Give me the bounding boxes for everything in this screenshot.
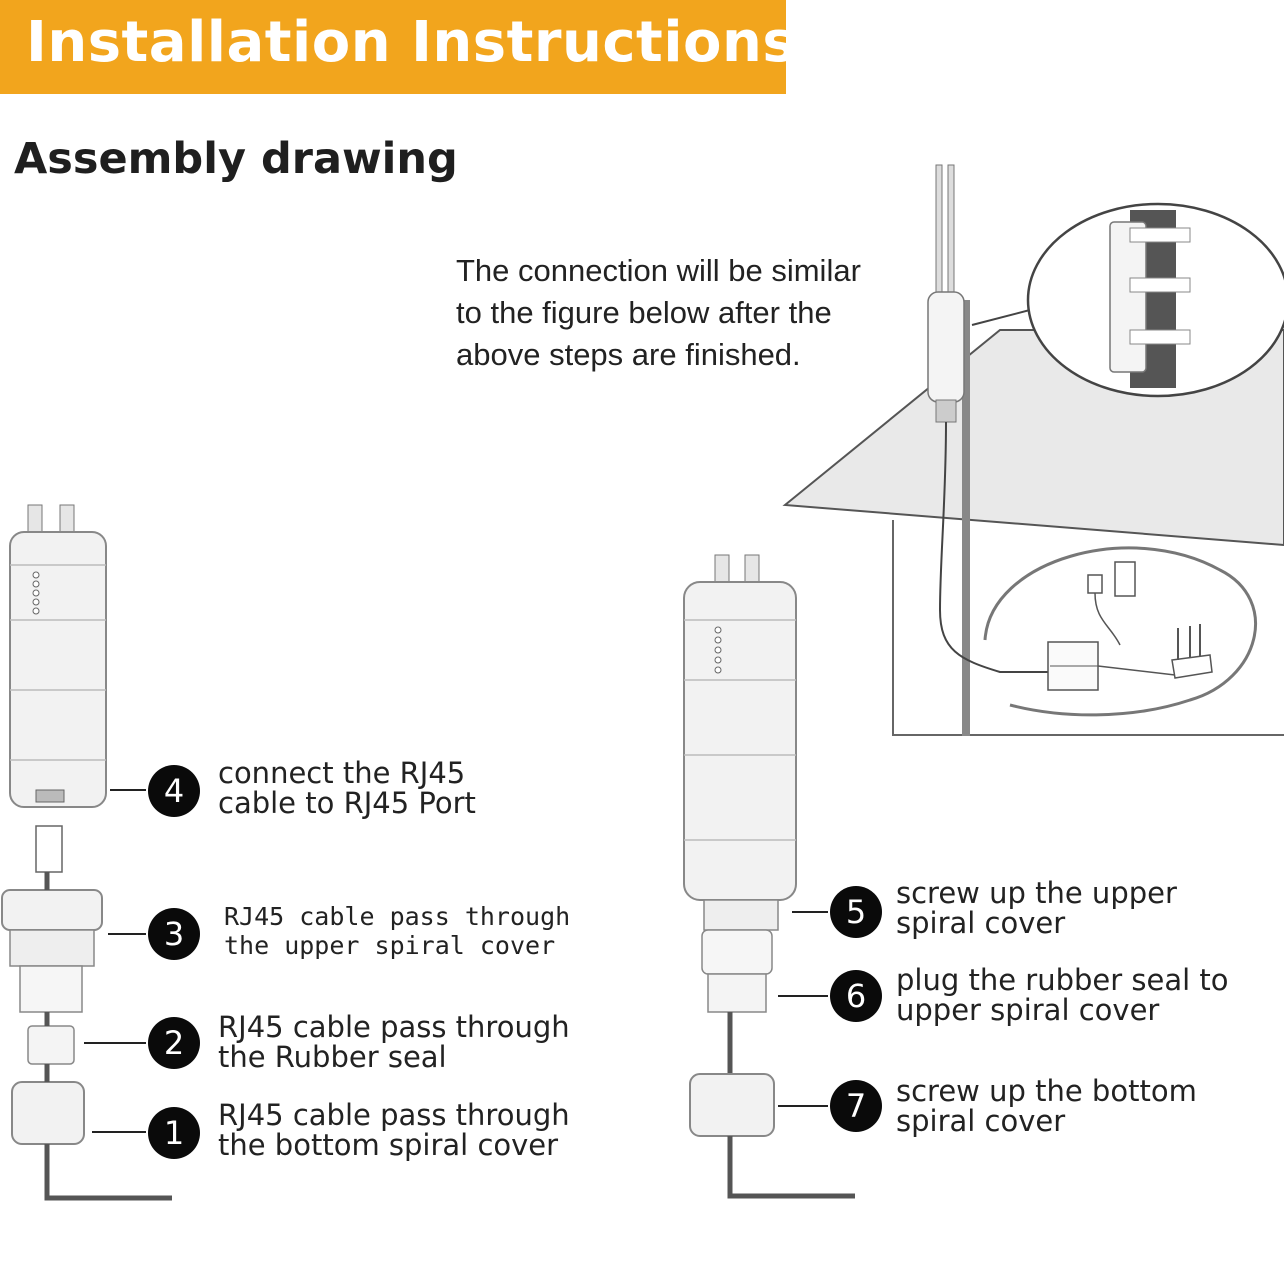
assembled-device bbox=[683, 554, 855, 1199]
note-line-1: The connection will be similar bbox=[456, 253, 861, 288]
assembled-upper-cover bbox=[701, 929, 773, 975]
step-1-text: RJ45 cable pass through the bottom spira… bbox=[218, 1098, 570, 1162]
step-badge-3: 3 bbox=[148, 908, 200, 960]
assembled-body bbox=[683, 581, 797, 901]
antenna-connector-icon-2 bbox=[59, 504, 75, 536]
step-7-text: screw up the bottom spiral cover bbox=[896, 1074, 1197, 1138]
antenna-connector-icon bbox=[27, 504, 43, 536]
house-wall bbox=[892, 520, 1284, 736]
title-banner: Installation Instructions bbox=[0, 0, 796, 94]
rj45-plug-icon bbox=[35, 825, 63, 873]
upper-spiral-cover bbox=[1, 889, 103, 931]
note-line-3: above steps are finished. bbox=[456, 337, 801, 372]
step-2-text: RJ45 cable pass through the Rubber seal bbox=[218, 1010, 570, 1074]
rj45-cable bbox=[44, 1144, 172, 1201]
indoor-router-icon bbox=[1171, 654, 1213, 679]
outdoor-router bbox=[927, 291, 965, 403]
bottom-spiral-cover bbox=[11, 1081, 85, 1145]
step-5-text: screw up the upper spiral cover bbox=[896, 876, 1177, 940]
zoomed-router bbox=[1109, 221, 1147, 373]
wall-socket-icon bbox=[1114, 561, 1136, 597]
step-6-text: plug the rubber seal to upper spiral cov… bbox=[896, 963, 1229, 1027]
house-scene bbox=[782, 164, 1284, 736]
step-4-text: connect the RJ45 cable to RJ45 Port bbox=[218, 756, 476, 820]
device-body bbox=[9, 531, 107, 808]
assembled-cable bbox=[727, 1136, 855, 1199]
leader-lines bbox=[84, 789, 828, 1133]
connection-note: The connection will be similar to the fi… bbox=[456, 250, 926, 376]
page-title: Installation Instructions bbox=[26, 10, 797, 75]
assembled-bottom-cover bbox=[689, 1073, 775, 1137]
step-badge-2: 2 bbox=[148, 1017, 200, 1069]
step-badge-1: 1 bbox=[148, 1107, 200, 1159]
antenna-icon-2 bbox=[947, 164, 955, 296]
mounting-pole bbox=[962, 300, 970, 736]
section-title: Assembly drawing bbox=[14, 134, 458, 184]
note-line-2: to the figure below after the bbox=[456, 295, 832, 330]
power-adapter-icon bbox=[1087, 574, 1103, 594]
step-badge-4: 4 bbox=[148, 765, 200, 817]
step-3-text: RJ45 cable pass through the upper spiral… bbox=[224, 902, 571, 960]
rubber-seal bbox=[27, 1025, 75, 1065]
step-badge-7: 7 bbox=[830, 1080, 882, 1132]
ethernet-cable bbox=[938, 421, 1050, 673]
assembled-rubber-seal bbox=[707, 973, 767, 1013]
antenna-icon bbox=[935, 164, 943, 296]
rj45-port bbox=[35, 789, 65, 803]
step-badge-5: 5 bbox=[830, 886, 882, 938]
zoom-bubble-indoor bbox=[983, 546, 1258, 717]
step-badge-6: 6 bbox=[830, 970, 882, 1022]
exploded-assembly bbox=[1, 504, 172, 1201]
router-base bbox=[935, 399, 957, 423]
